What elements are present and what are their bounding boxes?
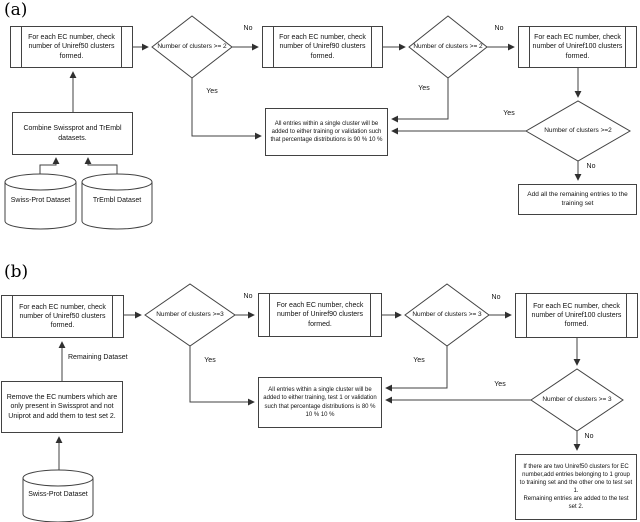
process-uniref90-b: For each EC number, check number of Unir… <box>258 293 382 337</box>
edge-label-no2-a: No <box>494 25 504 32</box>
edge-label-yes2-a: Yes <box>418 85 430 92</box>
edge-label-yes2-b: Yes <box>413 357 425 364</box>
edge-a-trembl-to-combine <box>84 157 118 174</box>
database-cylinder-swissprot-b-top <box>22 469 94 487</box>
decision3-a-diamond <box>524 100 632 162</box>
edge-label-remaining-dataset-b: Remaining Dataset <box>68 354 128 361</box>
decision2-a-text: Number of clusters >= 2 <box>413 43 483 51</box>
remove-box-b: Remove the EC numbers which are only pre… <box>1 381 123 433</box>
edge-a-swissprot-to-combine <box>39 157 60 174</box>
database-cylinder-swissprot-a-top <box>4 173 77 191</box>
decision3-a-text: Number of clusters >=2 <box>544 127 612 135</box>
database-cylinder-trembl-a-top <box>81 173 153 191</box>
process-uniref100-b: For each EC number, check number of Unir… <box>515 293 638 338</box>
edge-a-decision1-yes-assign <box>191 78 262 140</box>
database-cylinder-trembl-a <box>81 182 153 230</box>
assign-box-b: All entries within a single cluster will… <box>258 377 382 428</box>
edge-label-no3-a: No <box>586 163 596 170</box>
edge-label-no3-b: No <box>584 433 594 440</box>
edge-label-no1-b: No <box>243 293 253 300</box>
trembl-cylinder-label-a: TrEmbl Dataset <box>92 197 142 204</box>
process-uniref50-b: For each EC number, check number of Unir… <box>1 295 124 338</box>
edge-a-decision2-yes-assign <box>391 78 449 123</box>
process-uniref100-a: For each EC number, check number of Unir… <box>518 26 637 68</box>
two-clusters-box-b: If there are two Uniref50 clusters for E… <box>515 454 637 520</box>
database-cylinder-swissprot-b <box>22 478 94 522</box>
edge-label-no2-b: No <box>491 294 501 301</box>
edge-b-decision2-yes-assign <box>385 346 448 392</box>
two-clusters-box-b-line1: If there are two Uniref50 clusters for E… <box>519 463 633 494</box>
swissprot-cylinder-label-a: Swiss-Prot Dataset <box>10 197 71 204</box>
process-uniref50-a: For each EC number, check number of Unir… <box>10 26 133 68</box>
decision3-b-diamond <box>530 368 624 432</box>
combine-box-a: Combine Swissprot and TrEmbl datasets. <box>12 112 133 155</box>
edge-label-no1-a: No <box>243 25 253 32</box>
swissprot-cylinder-label-b: Swiss-Prot Dataset <box>28 491 88 498</box>
panel-a-label: (a) <box>4 0 28 20</box>
assign-box-a: All entries within a single cluster will… <box>265 108 388 156</box>
edge-b-decision1-yes-assign <box>189 346 255 406</box>
decision1-a-text: Number of clusters >= 2 <box>157 43 227 51</box>
edge-label-yes3-b: Yes <box>494 381 506 388</box>
two-clusters-box-b-line2: Remaining entries are added to the test … <box>523 496 629 511</box>
decision3-b-text: Number of clusters >= 3 <box>542 396 612 404</box>
remaining-box-a: Add all the remaining entries to the tra… <box>518 184 637 215</box>
edge-label-yes1-b: Yes <box>204 357 216 364</box>
panel-b-label: (b) <box>4 262 29 282</box>
edge-label-yes3-a: Yes <box>503 110 515 117</box>
decision2-b-text: Number of clusters >= 3 <box>412 311 482 319</box>
decision1-b-text: Number of clusters >=3 <box>156 311 224 319</box>
edge-label-yes1-a: Yes <box>206 88 218 95</box>
process-uniref90-a: For each EC number, check number of Unir… <box>262 26 383 68</box>
database-cylinder-swissprot-a <box>4 182 77 230</box>
